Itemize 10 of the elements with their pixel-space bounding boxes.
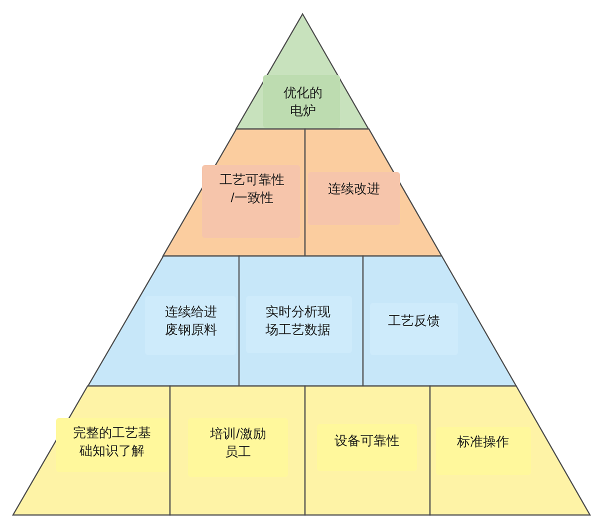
segment-label: 工艺反馈 — [387, 312, 441, 330]
segment-label: 标准操作 — [456, 433, 510, 451]
segment-label: 优化的电炉 — [282, 84, 324, 120]
segment-label: 实时分析现场工艺数据 — [264, 303, 332, 339]
segment-label: 连续给进废钢原料 — [164, 303, 218, 339]
segment-label: 工艺可靠性/一致性 — [218, 171, 286, 207]
segment-label: 连续改进 — [327, 180, 381, 198]
segment-label: 完整的工艺基础知识了解 — [72, 424, 152, 460]
segment-label: 培训/激励员工 — [209, 425, 267, 461]
segment-label: 设备可靠性 — [334, 432, 400, 450]
